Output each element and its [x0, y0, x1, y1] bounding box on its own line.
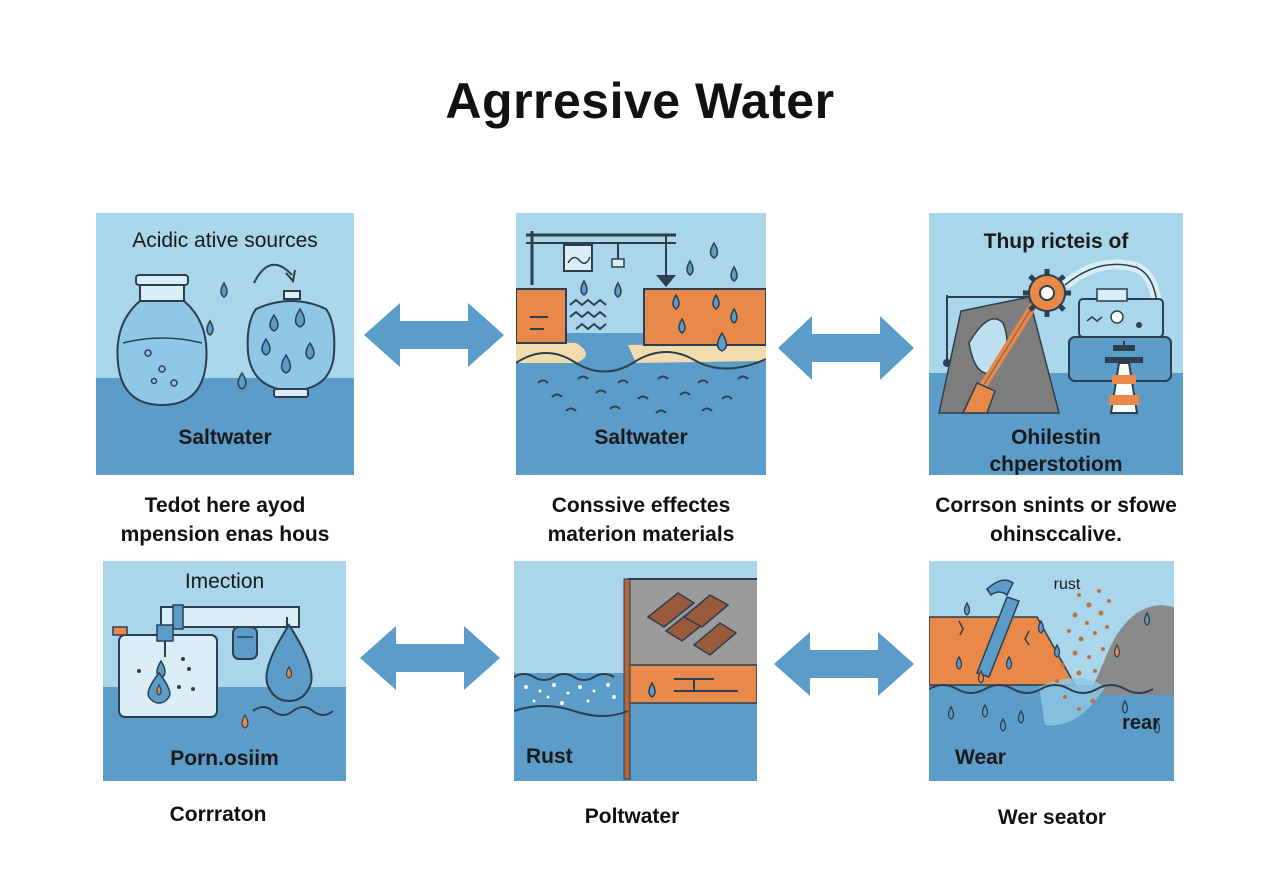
panel-injection: Imection Porn.osiim [103, 561, 346, 781]
caption-acidic-sources: Tedot here ayod mpension enas hous [96, 491, 354, 549]
panel-bottom-label-line2: chperstotiom [989, 453, 1123, 475]
panel-bottom-label-line1: Ohilestin [1011, 426, 1101, 449]
double-arrow-icon [364, 303, 504, 367]
caption-line: Poltwater [584, 805, 680, 828]
panel-top-label: Acidic ative sources [132, 229, 318, 252]
caption-corrosive-effects: Conssive effectes materion materials [500, 491, 782, 549]
double-arrow-icon [360, 626, 500, 690]
injection-illustration [103, 604, 346, 781]
panel-bottom-label: Saltwater [594, 426, 688, 449]
panel-bottom-label: Saltwater [178, 426, 272, 449]
caption-line: Corrraton [169, 803, 267, 826]
rust-illustration [514, 578, 757, 781]
panel-industrial-effects: Thup ricteis of Ohilestin chperstotiom [929, 213, 1183, 475]
caption-line: ohinsccalive. [990, 523, 1122, 546]
wear-illustration [929, 579, 1174, 781]
caption-industrial-effects: Corrson snints or sfowe ohinsccalive. [900, 491, 1212, 549]
double-arrow-icon [774, 632, 914, 696]
acidic-sources-illustration [96, 263, 354, 475]
panel-corrosive-effects: Saltwater [516, 213, 766, 475]
caption-pollwater: Poltwater [514, 802, 750, 831]
panel-bottom-label: Rust [526, 745, 573, 768]
caption-line: materion materials [547, 523, 735, 546]
panel-top-label: Thup ricteis of [983, 230, 1129, 253]
panel-wear-side-label: rear [1122, 712, 1160, 734]
double-arrow-icon [778, 316, 914, 380]
panel-rust-label: rust [1053, 576, 1081, 593]
panel-bottom-label: Porn.osiim [170, 747, 279, 770]
panel-top-label: Imection [184, 570, 265, 593]
panel-bottom-label: Wear [955, 746, 1006, 769]
caption-corrosion: Corrraton [96, 800, 340, 829]
corrosive-effects-illustration [516, 231, 766, 475]
diagram-title: Agrresive Water [445, 73, 835, 129]
caption-line: Conssive effectes [551, 494, 731, 517]
industrial-illustration [929, 259, 1183, 475]
caption-wear: Wer seator [929, 803, 1175, 832]
panel-rust: Rust [514, 561, 757, 781]
panel-acidic-sources: Acidic ative sources Saltwater [96, 213, 354, 475]
caption-line: mpension enas hous [120, 523, 330, 546]
caption-line: Tedot here ayod [144, 494, 306, 517]
caption-line: Corrson snints or sfowe [935, 494, 1177, 517]
caption-line: Wer seator [997, 806, 1107, 829]
panel-wear: rust rear Wear [929, 561, 1174, 781]
